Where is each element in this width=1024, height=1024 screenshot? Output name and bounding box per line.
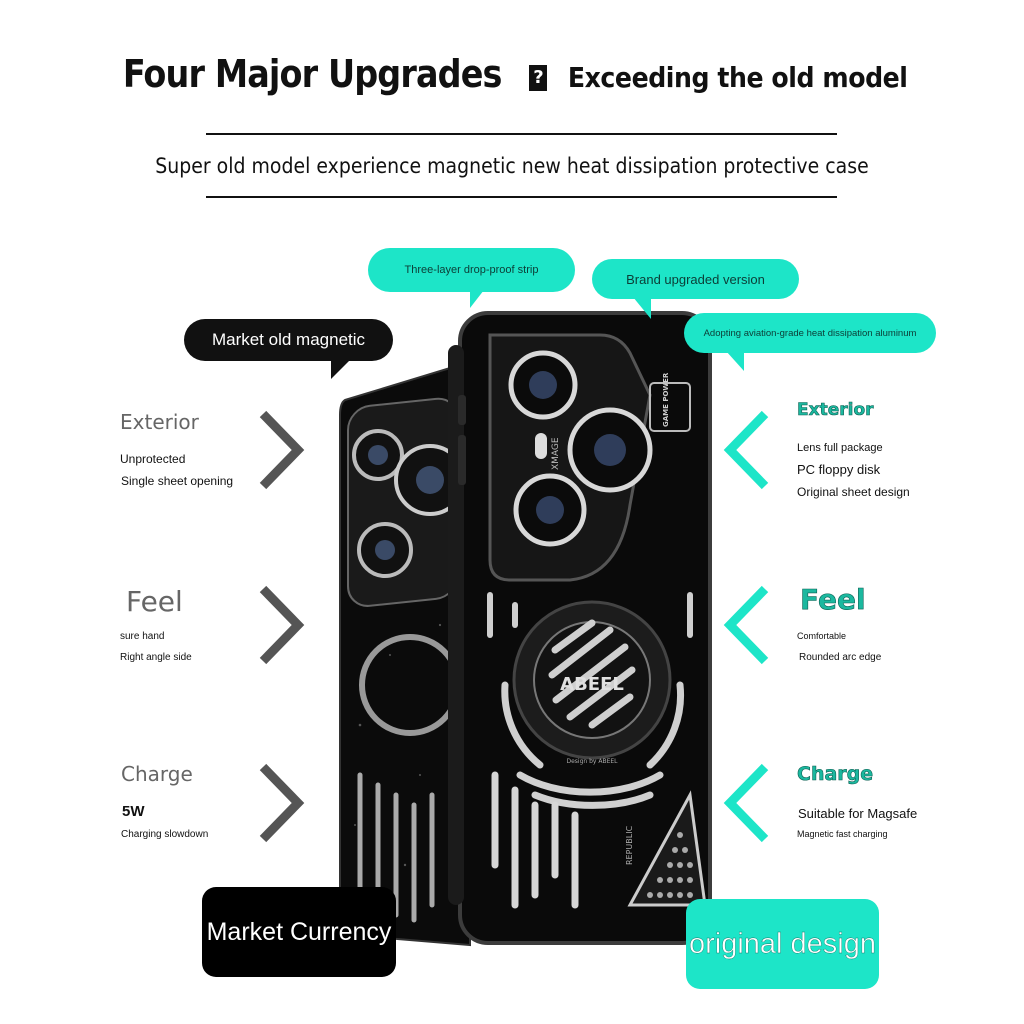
bubble-old-magnetic-tail bbox=[331, 359, 351, 379]
right-charge-line1: Suitable for Magsafe bbox=[798, 806, 918, 821]
bubble-drop-proof: Three-layer drop-proof strip bbox=[368, 248, 575, 292]
title-main: Four Major Upgrades bbox=[122, 52, 503, 96]
right-feel-line2: Rounded arc edge bbox=[799, 652, 882, 663]
camera-text: XMAGE bbox=[551, 437, 561, 470]
title-separator: ? bbox=[529, 65, 548, 91]
title-tail: Exceeding the old model bbox=[568, 61, 908, 94]
right-charge-chevron-icon bbox=[723, 763, 769, 843]
bottom-divider bbox=[206, 196, 837, 198]
left-charge-chevron-icon bbox=[259, 763, 305, 843]
right-feel-line1: Comfortable bbox=[797, 631, 847, 641]
game-badge-text: GAME POWER bbox=[662, 372, 670, 427]
left-exterior-heading: Exterior bbox=[120, 410, 199, 434]
bubble-aviation-tail bbox=[726, 351, 744, 371]
right-charge-line2: Magnetic fast charging bbox=[797, 829, 888, 839]
market-currency-badge: Market Currency bbox=[202, 887, 396, 977]
old-case-phone bbox=[339, 363, 471, 947]
bubble-brand: Brand upgraded version bbox=[592, 259, 799, 299]
page-title: Four Major Upgrades? Exceeding the old mo… bbox=[0, 52, 1024, 96]
phone-case-illustration: ABEEL XMAGE Design by ABEEL REPUBLIC GAM… bbox=[339, 311, 712, 947]
bubble-drop-proof-text: Three-layer drop-proof strip bbox=[404, 264, 539, 276]
market-currency-text: Market Currency bbox=[206, 917, 392, 946]
left-feel-chevron-icon bbox=[259, 585, 305, 665]
bubble-drop-proof-tail bbox=[470, 290, 484, 308]
right-exterior-heading: Exterior bbox=[797, 400, 874, 421]
bubble-old-magnetic: Market old magnetic bbox=[184, 319, 393, 361]
bubble-aviation-text: Adopting aviation-grade heat dissipation… bbox=[703, 327, 917, 339]
left-exterior-chevron-icon bbox=[259, 410, 305, 490]
left-exterior-line1: Unprotected bbox=[120, 452, 186, 466]
left-feel-line1: sure hand bbox=[120, 631, 165, 642]
bubble-aviation: Adopting aviation-grade heat dissipation… bbox=[684, 313, 936, 353]
left-charge-heading: Charge bbox=[121, 762, 193, 786]
left-charge-line1: 5W bbox=[122, 803, 145, 820]
bubble-brand-text: Brand upgraded version bbox=[626, 271, 765, 287]
bubble-old-magnetic-text: Market old magnetic bbox=[211, 330, 366, 349]
original-design-badge: original design bbox=[686, 899, 879, 989]
right-exterior-chevron-icon bbox=[723, 410, 769, 490]
right-exterior-line3: Original sheet design bbox=[797, 485, 910, 499]
left-feel-heading: Feel bbox=[126, 585, 183, 618]
new-case-phone bbox=[448, 311, 712, 945]
republic-text: REPUBLIC bbox=[625, 825, 634, 865]
page-subtitle: Super old model experience magnetic new … bbox=[155, 154, 869, 178]
left-exterior-line2: Single sheet opening bbox=[121, 474, 234, 488]
right-exterior-line2: PC floppy disk bbox=[797, 462, 881, 477]
right-exterior-line1: Lens full package bbox=[797, 442, 883, 454]
top-divider bbox=[206, 133, 837, 135]
right-charge-heading: Charge bbox=[797, 763, 874, 786]
right-feel-chevron-icon bbox=[723, 585, 769, 665]
left-feel-line2: Right angle side bbox=[120, 652, 192, 663]
right-feel-heading: Feel bbox=[800, 583, 866, 617]
original-design-text: original design bbox=[688, 927, 876, 960]
bubble-brand-tail bbox=[633, 297, 651, 319]
phone-logo-text: ABEEL bbox=[560, 674, 624, 695]
left-charge-line2: Charging slowdown bbox=[121, 829, 209, 840]
design-by-text: Design by ABEEL bbox=[566, 758, 618, 765]
